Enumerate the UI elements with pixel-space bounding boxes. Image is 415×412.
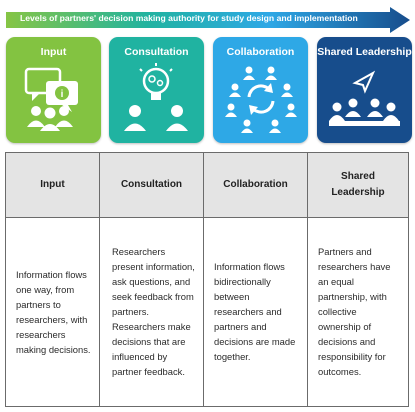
tile-input: Input i xyxy=(6,37,101,143)
tile-shared-leadership: Shared Leadership xyxy=(317,37,412,143)
tile-collaboration: Collaboration xyxy=(213,37,308,143)
level-tiles: Input i Consultation xyxy=(6,37,412,145)
lightbulb-people-icon xyxy=(124,63,188,131)
levels-table: Input Information flows one way, from pa… xyxy=(5,152,409,407)
table-column-consultation: Consultation Researchers present informa… xyxy=(100,153,204,406)
header-consultation: Consultation xyxy=(120,179,183,190)
table-column-input: Input Information flows one way, from pa… xyxy=(6,153,100,406)
header-collaboration: Collaboration xyxy=(223,179,288,190)
gradient-arrow-icon xyxy=(6,7,410,33)
meeting-table-icon xyxy=(329,70,400,126)
arrow-label: Levels of partners' decision making auth… xyxy=(20,13,358,23)
tile-consultation: Consultation xyxy=(109,37,204,143)
description-input: Information flows one way, from partners… xyxy=(16,268,91,355)
svg-text:i: i xyxy=(61,89,64,100)
description-consultation: Researchers present information, ask que… xyxy=(112,246,195,377)
tile-collaboration-label: Collaboration xyxy=(226,46,295,58)
speech-bubbles-icon: i xyxy=(24,67,78,131)
header-shared-leadership: Shared Leadership xyxy=(331,171,385,198)
table-column-collaboration: Collaboration Information flows bidirect… xyxy=(204,153,308,406)
tile-shared-leadership-label: Shared Leadership xyxy=(317,46,412,58)
circular-arrows-group-icon xyxy=(225,66,297,133)
table-column-shared-leadership: Shared Leadership Partners and researche… xyxy=(308,153,408,406)
decision-authority-arrow: Levels of partners' decision making auth… xyxy=(6,7,410,33)
header-input: Input xyxy=(40,179,65,190)
tile-consultation-label: Consultation xyxy=(124,46,189,58)
description-shared-leadership: Partners and researchers have an equal p… xyxy=(318,246,391,377)
description-collaboration: Information flows bidirectionally betwee… xyxy=(214,261,296,362)
table-header-row xyxy=(6,153,408,218)
tile-input-label: Input xyxy=(40,46,67,58)
